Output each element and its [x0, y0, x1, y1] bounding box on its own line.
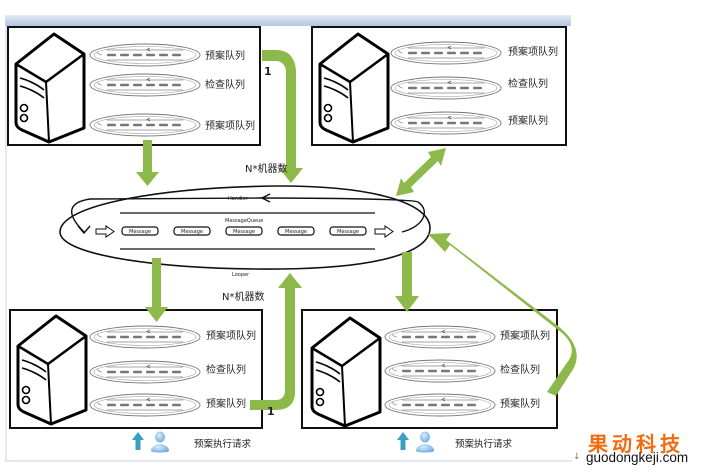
- queue-ellipse: [89, 393, 201, 417]
- machine-count-label: N*机器数: [222, 290, 264, 303]
- queue-label: 预案项队列: [500, 329, 550, 342]
- watermark-brand-cn: 果动科技: [588, 432, 684, 456]
- queue-label: 预案项队列: [205, 119, 255, 132]
- queue-label: 预案队列: [206, 397, 246, 410]
- queue-label: 检查队列: [500, 363, 540, 376]
- queue-ellipse: [384, 359, 496, 383]
- queue-ellipse: [390, 41, 502, 65]
- queue-label: 检查队列: [206, 363, 246, 376]
- queue-ellipse: [89, 325, 201, 349]
- message-item: Message: [277, 226, 315, 236]
- server-box-top-right: 预案项队列 检查队列 预案队列: [311, 26, 567, 146]
- request-bottom-left: 预案执行请求: [132, 431, 252, 453]
- queue-label: 检查队列: [508, 77, 548, 90]
- arrow-down-icon: [395, 252, 419, 312]
- queue-label: 预案队列: [508, 114, 548, 127]
- handler-label: Handler: [228, 196, 249, 202]
- server-box-top-left: 预案队列 检查队列 预案项队列: [7, 26, 261, 146]
- queue-ellipse: [89, 113, 201, 137]
- user-request-icon: [132, 431, 169, 453]
- message-item: Message: [121, 226, 159, 236]
- multiplicity-label: 1: [264, 65, 272, 78]
- queue-ellipse: [390, 76, 502, 100]
- arrow-down-icon: [145, 258, 168, 322]
- looper-label: Looper: [232, 272, 250, 278]
- flow-arrows: [136, 50, 577, 410]
- window-title-band: [5, 15, 571, 26]
- queue-label: 预案队列: [500, 397, 540, 410]
- queue-label: 预案队列: [205, 49, 245, 62]
- queue-ellipse: [390, 111, 502, 135]
- message-label: Message: [337, 229, 359, 235]
- message-label: Message: [181, 229, 203, 235]
- queue-ellipse: [384, 393, 496, 417]
- multiplicity-label: 1: [267, 405, 275, 418]
- message-item: Message: [329, 226, 367, 236]
- request-label: 预案执行请求: [194, 438, 252, 450]
- watermark-mark: ↓: [573, 452, 581, 462]
- message-label: Message: [129, 229, 151, 235]
- message-label: Message: [233, 229, 255, 235]
- arrow-hook-up-icon: [428, 233, 577, 396]
- queue-ellipse: [89, 43, 201, 67]
- arrow-bidirectional-icon: [396, 148, 446, 196]
- machine-count-label: N*机器数: [245, 162, 287, 175]
- server-box-bottom-right: 预案项队列 检查队列 预案队列: [301, 309, 558, 429]
- user-request-icon: [397, 431, 434, 453]
- queue-ellipse: [89, 360, 201, 384]
- message-label: Message: [285, 229, 307, 235]
- message-item: Message: [173, 226, 211, 236]
- watermark-brand-en: guodongkeji.com: [586, 450, 689, 465]
- server-box-bottom-left: 预案项队列 检查队列 预案队列: [9, 309, 263, 429]
- request-bottom-right: 预案执行请求: [397, 431, 513, 453]
- central-message-loop: Handler MessageQueue Message Message Messa…: [59, 185, 431, 278]
- queue-label: 预案项队列: [206, 329, 256, 342]
- message-item: Message: [225, 226, 263, 236]
- arrow-down-icon: [136, 140, 159, 186]
- queue-label: 检查队列: [205, 78, 245, 91]
- queue-ellipse: [384, 325, 496, 349]
- queue-label: 预案项队列: [508, 45, 558, 58]
- request-label: 预案执行请求: [455, 438, 513, 450]
- messagequeue-label: MessageQueue: [225, 218, 263, 224]
- arrow-hook-down-icon: [262, 50, 303, 183]
- queue-ellipse: [89, 73, 201, 97]
- arrow-hook-up-icon: [250, 273, 302, 410]
